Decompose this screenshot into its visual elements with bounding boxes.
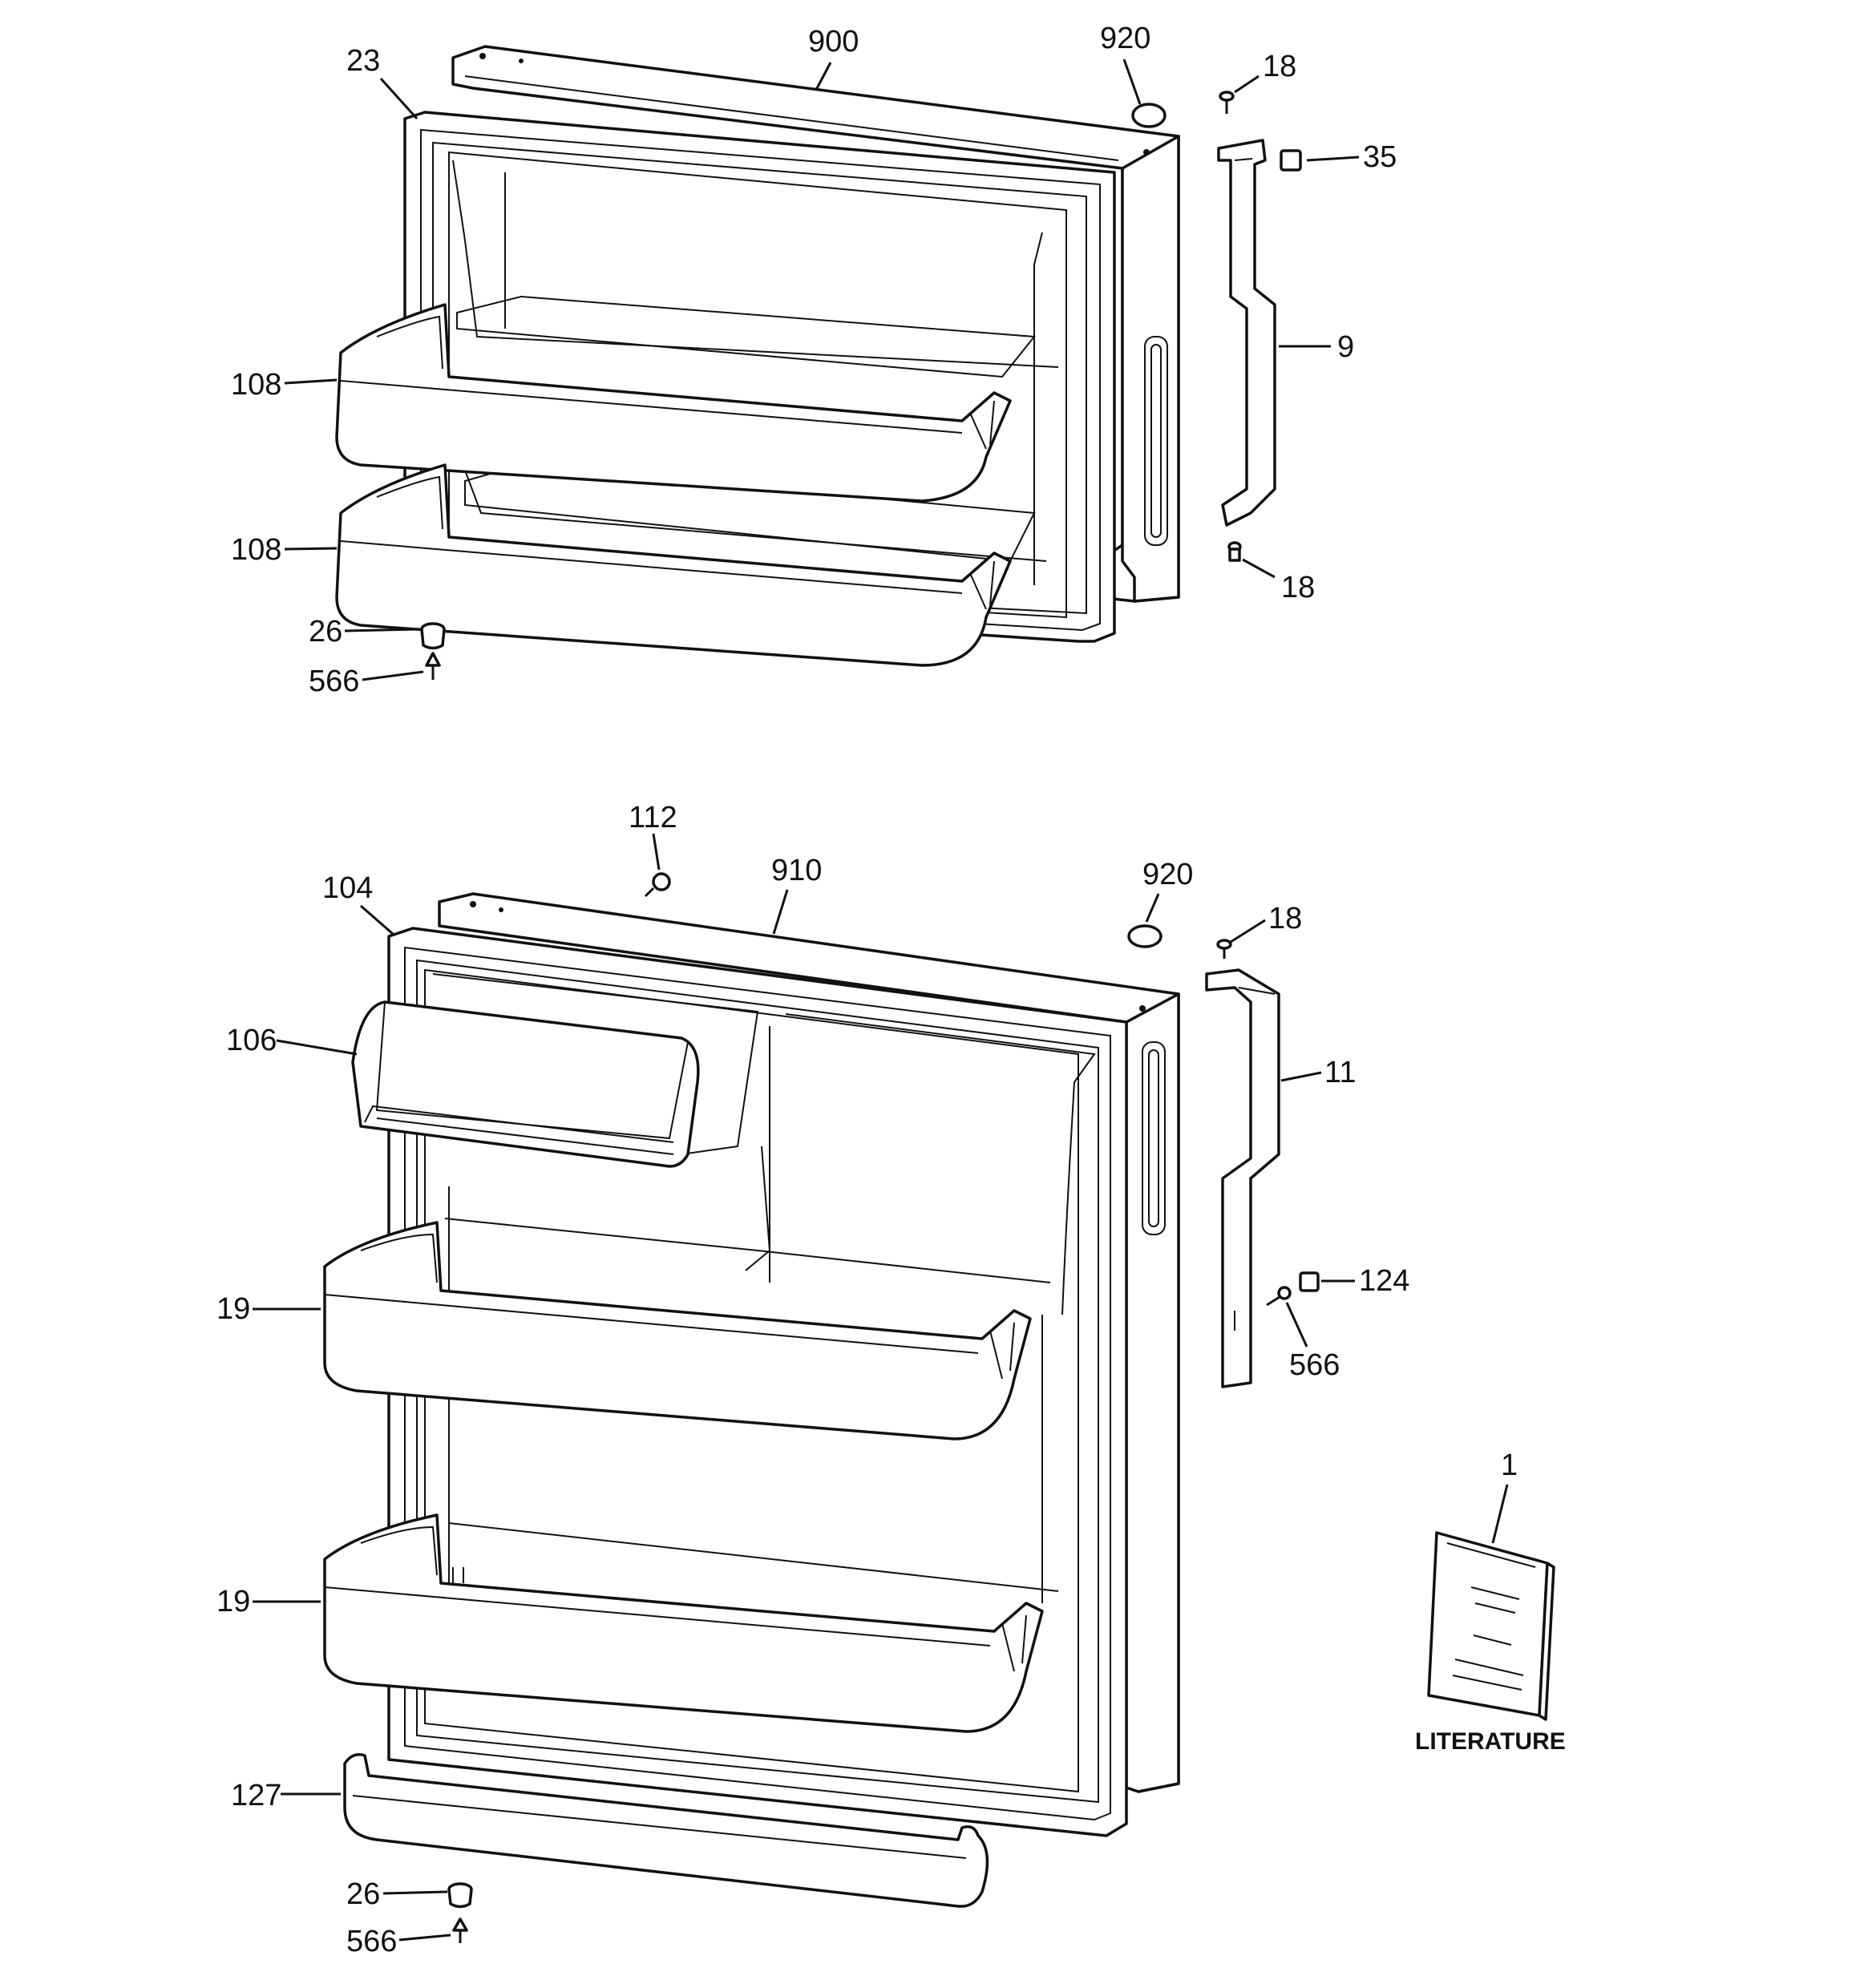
- leader-566-top: [362, 670, 424, 681]
- freezer-shelf-lower: [335, 463, 1012, 667]
- callout-freezer-shelf-lower: 108: [231, 533, 281, 567]
- freezer-shelf-upper: [335, 303, 1012, 503]
- literature-label: LITERATURE: [1415, 1728, 1566, 1755]
- callout-fresh-shelf-upper: 19: [216, 1292, 250, 1326]
- leader-104: [360, 904, 394, 935]
- callout-fresh-hinge: 11: [1324, 1056, 1356, 1089]
- leader-566-bottom: [398, 1933, 451, 1942]
- bottom-shelf: [343, 1753, 989, 1908]
- leader-18-top: [1234, 75, 1260, 94]
- fresh-screw-top: [1216, 939, 1232, 959]
- callout-freezer-stop: 26: [309, 615, 342, 649]
- freezer-hinge-cap: [1280, 149, 1302, 172]
- callout-freezer-door: 900: [808, 25, 859, 59]
- leader-26-bottom: [382, 1890, 448, 1895]
- callout-freezer-hinge: 9: [1337, 330, 1354, 364]
- callout-fresh-door-screw: 112: [629, 801, 677, 834]
- fresh-hinge: [1205, 968, 1280, 1388]
- leader-26-top: [344, 628, 419, 632]
- callout-hinge-plate: 124: [1359, 1264, 1409, 1298]
- fresh-door-screw: [644, 872, 671, 898]
- callout-freezer-hinge-cap: 35: [1363, 140, 1397, 174]
- fresh-stop-screw: [452, 1917, 468, 1943]
- callout-fresh-plug: 920: [1142, 858, 1193, 891]
- callout-fresh-door: 910: [771, 854, 822, 887]
- leader-18-bottom: [1242, 558, 1276, 579]
- leader-1: [1491, 1484, 1509, 1544]
- hinge-plate: [1299, 1271, 1320, 1292]
- leader-106: [276, 1039, 358, 1056]
- callout-fresh-gasket: 104: [322, 871, 373, 905]
- fresh-door-panel: [438, 892, 1180, 1793]
- leader-910: [772, 889, 789, 935]
- leader-112: [652, 833, 661, 871]
- callout-dairy-door: 106: [226, 1024, 277, 1057]
- fresh-food-door-assembly: 112 910 920 104 18 11 106 19 19 124 566 …: [216, 801, 1566, 1958]
- callout-freezer-gasket: 23: [346, 44, 380, 78]
- freezer-stop-screw: [425, 652, 441, 680]
- leader-11: [1280, 1071, 1322, 1082]
- fresh-shelf-upper: [323, 1221, 1032, 1440]
- callout-freezer-plug: 920: [1100, 22, 1150, 55]
- callout-fresh-stop-screw: 566: [346, 1925, 397, 1958]
- callout-freezer-stop-screw: 566: [309, 665, 359, 698]
- hinge-screw: [1266, 1286, 1292, 1307]
- callout-literature-item: 1: [1501, 1449, 1518, 1482]
- leader-900: [815, 62, 832, 91]
- freezer-hinge: [1217, 139, 1276, 527]
- freezer-screw-bottom: [1227, 541, 1242, 562]
- leader-108-upper: [284, 378, 338, 385]
- callout-fresh-screw-top: 18: [1268, 902, 1302, 935]
- leader-35: [1306, 156, 1360, 162]
- leader-108-lower: [284, 547, 338, 551]
- fresh-shelf-lower: [323, 1513, 1044, 1733]
- callout-hinge-screw: 566: [1289, 1348, 1340, 1382]
- leader-23: [379, 77, 418, 120]
- freezer-screw-top: [1219, 91, 1235, 114]
- callout-freezer-shelf-upper: 108: [231, 368, 281, 402]
- callout-freezer-screw-bottom: 18: [1281, 571, 1315, 604]
- callout-freezer-screw-top: 18: [1263, 50, 1296, 83]
- callout-fresh-shelf-lower: 19: [216, 1585, 250, 1618]
- dairy-door: [351, 1000, 700, 1168]
- callout-bottom-shelf: 127: [231, 1779, 281, 1812]
- freezer-plug: [1131, 103, 1167, 128]
- freezer-stop: [420, 622, 446, 650]
- fresh-plug: [1127, 924, 1162, 948]
- leader-566-hinge: [1285, 1302, 1308, 1348]
- leader-920-top: [1122, 59, 1142, 105]
- callout-fresh-stop: 26: [346, 1877, 380, 1911]
- leader-18-fresh: [1230, 919, 1266, 943]
- fresh-stop: [447, 1882, 473, 1909]
- leader-920-bottom: [1145, 893, 1160, 923]
- literature-booklet: [1427, 1531, 1555, 1721]
- freezer-ribs-upper: [456, 295, 1036, 378]
- freezer-door-assembly: 23 900 920 18 35 9 18 108 108 26 566: [231, 22, 1397, 698]
